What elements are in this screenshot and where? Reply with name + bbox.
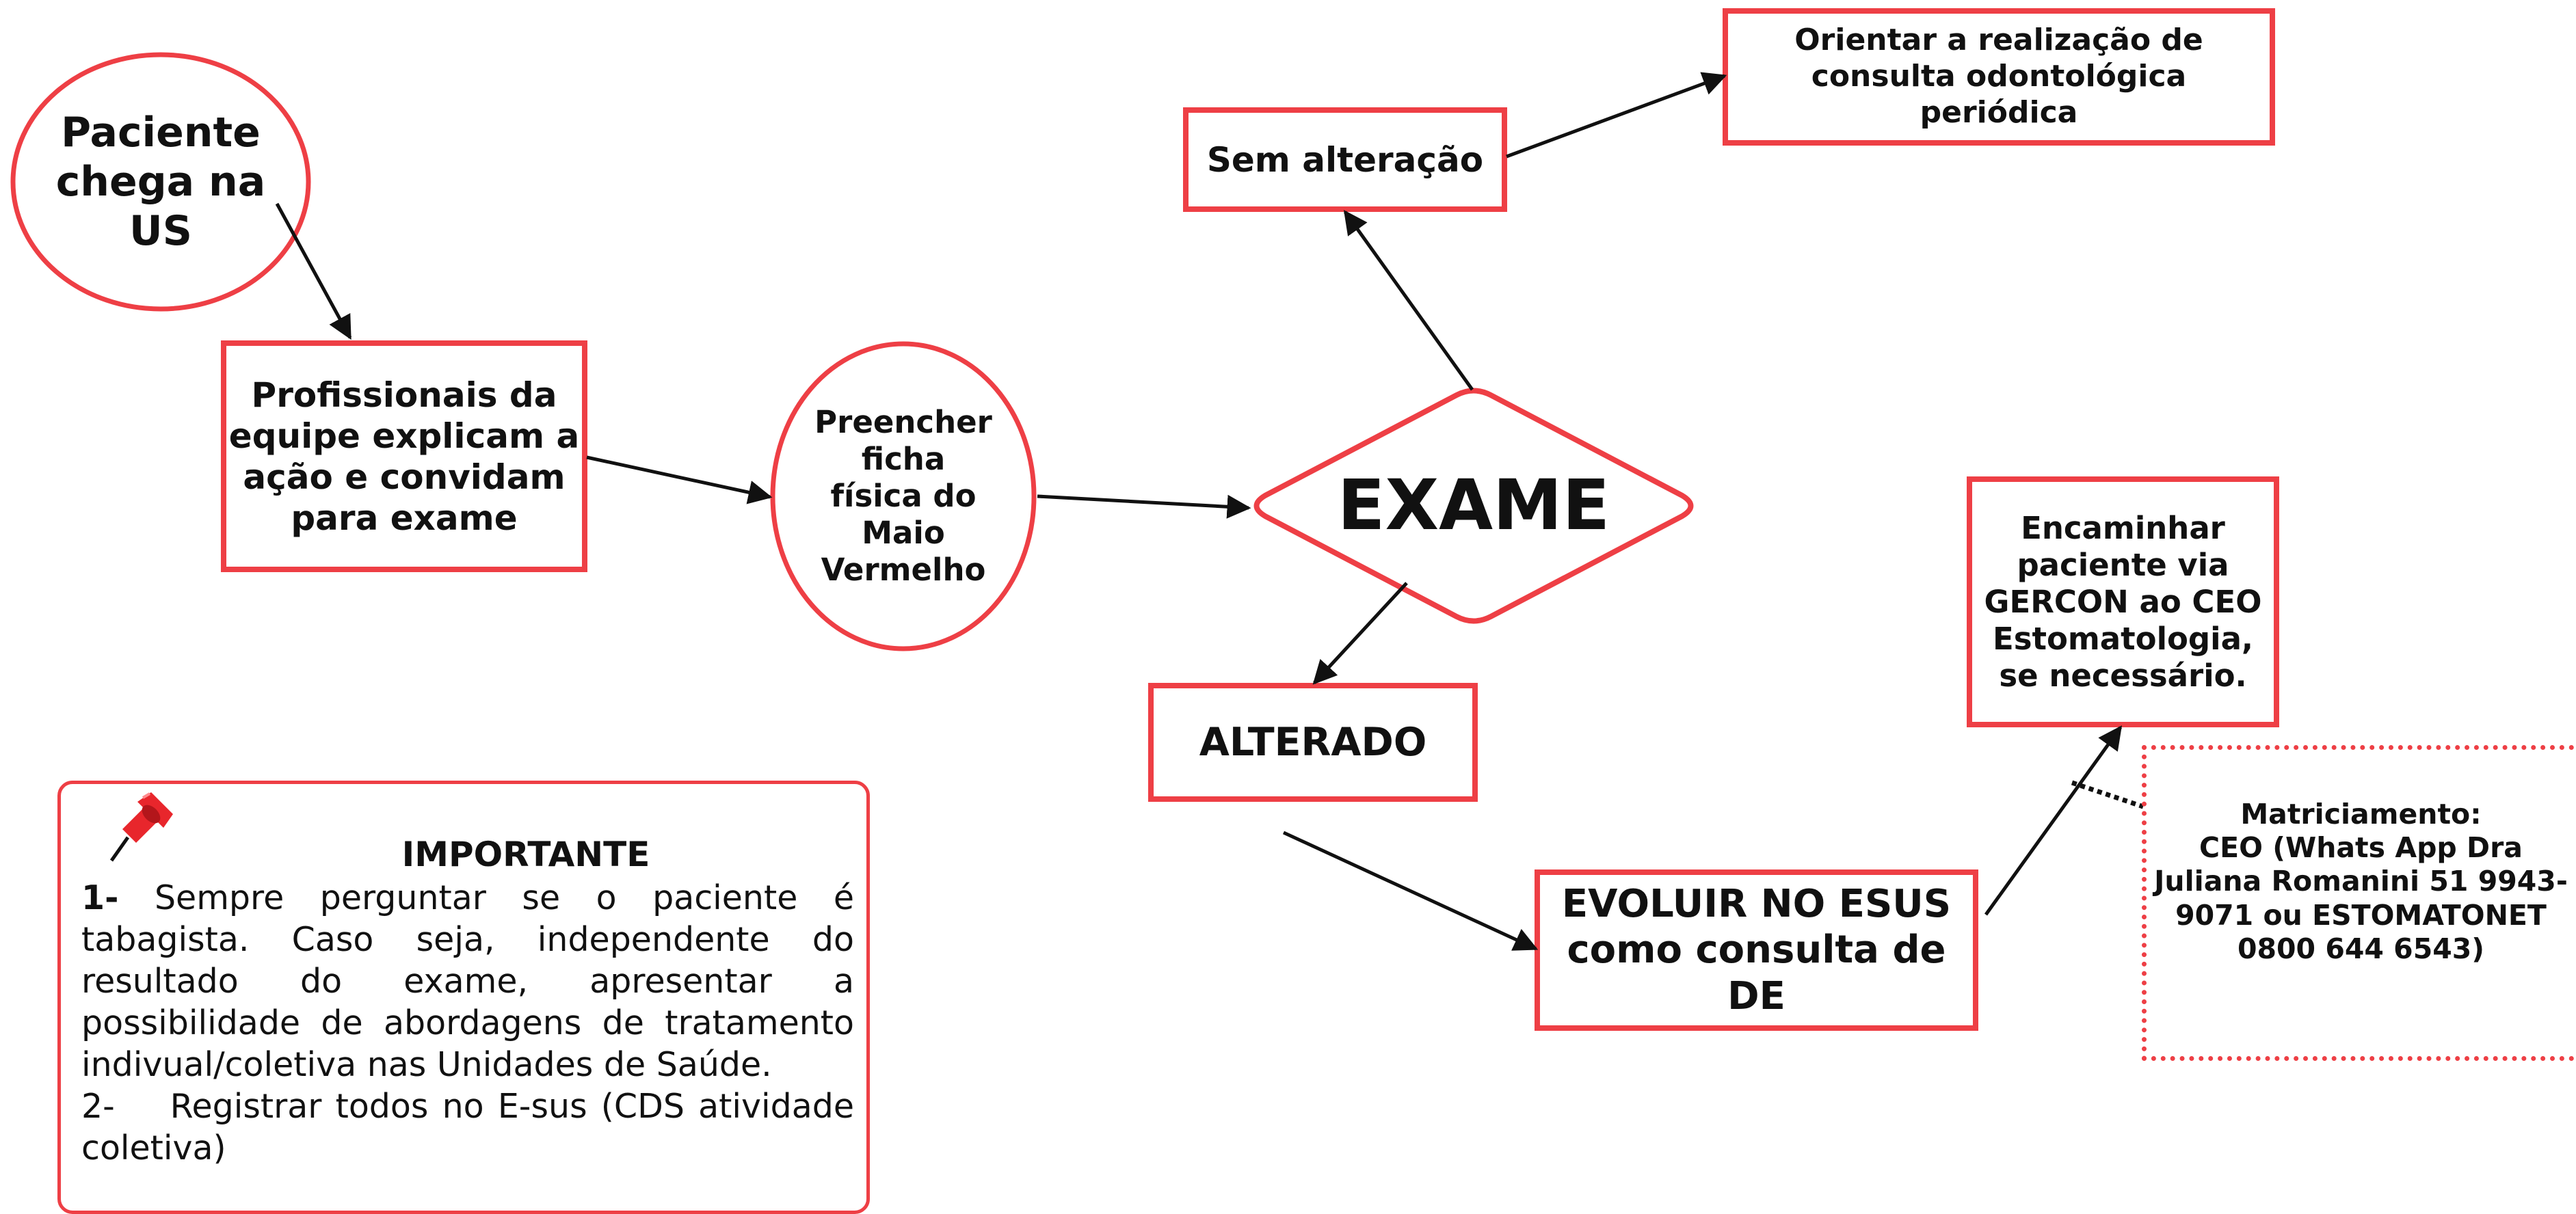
- patient-arrives-ellipse: [10, 52, 311, 312]
- arrow-professionals-to-form: [586, 455, 773, 504]
- refer-gercon-label: Encaminhar paciente via GERCON ao CEO Es…: [1984, 509, 2262, 694]
- periodic-consult-box: [1723, 8, 2275, 146]
- arrow-exam-to-altered: [1312, 582, 1408, 685]
- note-item-2-text: Registrar todos no E-sus (CDS atividade …: [81, 1087, 855, 1168]
- professionals-box: [221, 340, 587, 572]
- altered-box: [1148, 683, 1478, 802]
- note-item-1-text: Sempre perguntar se o paciente é tabagis…: [81, 878, 854, 1084]
- important-note-title: IMPORTANTE: [401, 835, 650, 874]
- fill-form-label: Preencher ficha física do Maio Vermelho: [814, 404, 992, 588]
- no-change-box: [1183, 107, 1507, 212]
- arrow-exam-to-no-change: [1343, 210, 1474, 391]
- altered-label: ALTERADO: [1199, 719, 1427, 765]
- arrow-altered-to-esus: [1282, 831, 1539, 951]
- matrix-support-label: Matriciamento: CEO (Whats App Dra Julian…: [2154, 798, 2568, 965]
- fill-form-ellipse: [770, 341, 1037, 651]
- no-change-label: Sem alteração: [1206, 139, 1484, 180]
- professionals-label: Profissionais da equipe explicam a ação …: [228, 375, 580, 538]
- matrix-support-box: [2142, 745, 2576, 1061]
- refer-gercon-box: [1967, 476, 2279, 727]
- arrow-patient-to-professionals: [275, 202, 352, 340]
- note-item-2-number: 2-: [81, 1087, 115, 1126]
- patient-arrives-label: Paciente chega na US: [55, 109, 266, 255]
- note-item-1-number: 1-: [81, 878, 119, 917]
- exam-label: EXAME: [1337, 464, 1610, 546]
- arrow-esus-to-gercon: [1984, 725, 2123, 916]
- evolve-esus-box: [1535, 869, 1978, 1031]
- dotted-connector-matrix: [2071, 780, 2145, 809]
- important-note-body: 1- Sempre perguntar se o paciente é taba…: [81, 877, 854, 1169]
- note-item-2: 2- Registrar todos no E-sus (CDS ativida…: [81, 1085, 854, 1169]
- exam-diamond: [1253, 388, 1694, 624]
- important-note-box: IMPORTANTE 1- Sempre perguntar se o paci…: [57, 781, 870, 1214]
- evolve-esus-label: EVOLUIR NO ESUS como consulta de DE: [1561, 882, 1952, 1019]
- arrow-form-to-exam: [1037, 494, 1251, 519]
- arrow-no-change-to-periodic: [1506, 72, 1727, 159]
- pushpin-icon: [109, 792, 173, 862]
- periodic-consult-label: Orientar a realização de consulta odonto…: [1794, 23, 2203, 130]
- note-item-1: 1- Sempre perguntar se o paciente é taba…: [81, 877, 854, 1085]
